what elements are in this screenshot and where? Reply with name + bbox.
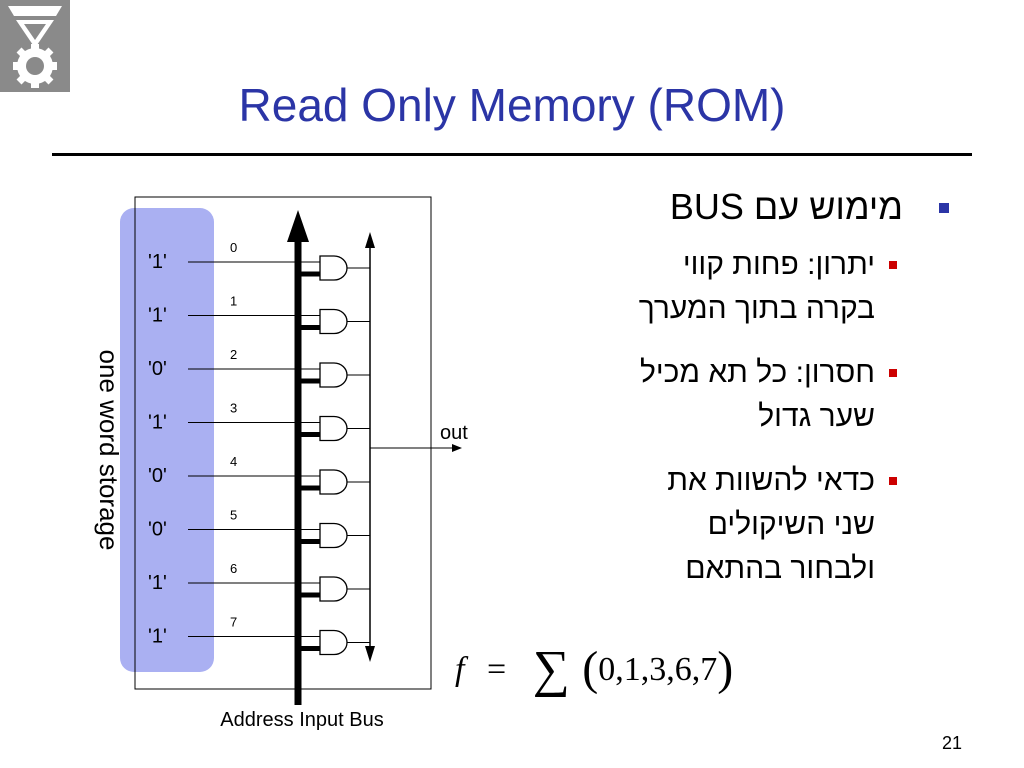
bullet-list: מימוש עם BUS יתרון: פחות קווי בקרה בתוך … bbox=[560, 183, 955, 611]
and-gate-icon bbox=[319, 576, 348, 602]
and-gate-icon bbox=[319, 308, 348, 335]
and-gate-icon bbox=[319, 362, 348, 388]
cell-value: '0' bbox=[148, 519, 167, 541]
cell-value: '1' bbox=[148, 626, 167, 648]
main-bullet-square-icon bbox=[939, 203, 949, 213]
sub-bullet-item: יתרון: פחות קווי בקרה בתוך המערך bbox=[560, 243, 955, 331]
formula-lhs: f bbox=[455, 651, 465, 688]
cell-address: 6 bbox=[230, 561, 237, 576]
formula-sum-operator: ∑ bbox=[532, 641, 570, 698]
output-bus-top-arrow-icon bbox=[365, 232, 375, 248]
technion-logo-icon bbox=[0, 0, 70, 92]
cell-value: '1' bbox=[148, 305, 167, 327]
formula-open-paren: ( bbox=[582, 642, 599, 695]
bus-label: Address Input Bus bbox=[220, 709, 383, 731]
output-label: out bbox=[440, 422, 468, 444]
sub-bullet-square-icon bbox=[889, 261, 897, 269]
sub-bullet-item: חסרון: כל תא מכיל שער גדול bbox=[560, 351, 955, 439]
slide-title: Read Only Memory (ROM) bbox=[238, 79, 786, 131]
and-gate-icon bbox=[319, 415, 348, 442]
sub-bullet-list: יתרון: פחות קווי בקרה בתוך המערך חסרון: … bbox=[560, 243, 955, 591]
cell-address: 1 bbox=[230, 294, 237, 309]
address-bus-arrow-icon bbox=[287, 210, 309, 242]
cell-address: 3 bbox=[230, 401, 237, 416]
and-gate-icon bbox=[319, 255, 348, 281]
cell-address: 7 bbox=[230, 615, 237, 630]
formula-equals: = bbox=[486, 651, 507, 688]
and-gate-icon bbox=[319, 469, 348, 495]
output-arrow-icon bbox=[452, 444, 462, 452]
formula-args: 0,1,3,6,7 bbox=[598, 651, 718, 688]
sub-bullet-square-icon bbox=[889, 477, 897, 485]
sub-bullet-line: שער גדול bbox=[758, 400, 875, 433]
cell-value: '0' bbox=[148, 358, 167, 380]
main-bullet-text: מימוש עם BUS bbox=[669, 186, 903, 227]
sum-formula: f = ∑ (0,1,3,6,7) bbox=[455, 640, 733, 699]
and-gate-icon bbox=[319, 522, 348, 549]
cell-value: '1' bbox=[148, 412, 167, 434]
main-bullet: מימוש עם BUS bbox=[560, 183, 955, 231]
storage-highlight bbox=[120, 208, 214, 672]
output-bus-bottom-arrow-icon bbox=[365, 646, 375, 662]
sub-bullet-line: שני השיקולים bbox=[707, 508, 875, 541]
page-number: 21 bbox=[941, 733, 962, 753]
sub-bullet-item: כדאי להשוות את שני השיקולים ולבחור בהתאם bbox=[560, 459, 955, 591]
cell-address: 5 bbox=[230, 508, 237, 523]
sub-bullet-line: בקרה בתוך המערך bbox=[638, 292, 875, 325]
cell-value: '1' bbox=[148, 251, 167, 273]
sub-bullet-line: ולבחור בהתאם bbox=[685, 552, 875, 585]
sub-bullet-line: חסרון: כל תא מכיל bbox=[639, 356, 875, 389]
side-label: one word storage bbox=[94, 350, 124, 551]
sub-bullet-line: כדאי להשוות את bbox=[667, 464, 875, 497]
cell-address: 4 bbox=[230, 454, 237, 469]
diagram-frame bbox=[134, 196, 432, 690]
sub-bullet-square-icon bbox=[889, 369, 897, 377]
and-gate-icon bbox=[319, 629, 348, 656]
sub-bullet-line: יתרון: פחות קווי bbox=[682, 248, 875, 281]
cell-value: '0' bbox=[148, 465, 167, 487]
formula-close-paren: ) bbox=[717, 642, 734, 695]
cell-value: '1' bbox=[148, 572, 167, 594]
cell-address: 0 bbox=[230, 240, 237, 255]
cell-address: 2 bbox=[230, 347, 237, 362]
title-divider bbox=[52, 153, 972, 156]
